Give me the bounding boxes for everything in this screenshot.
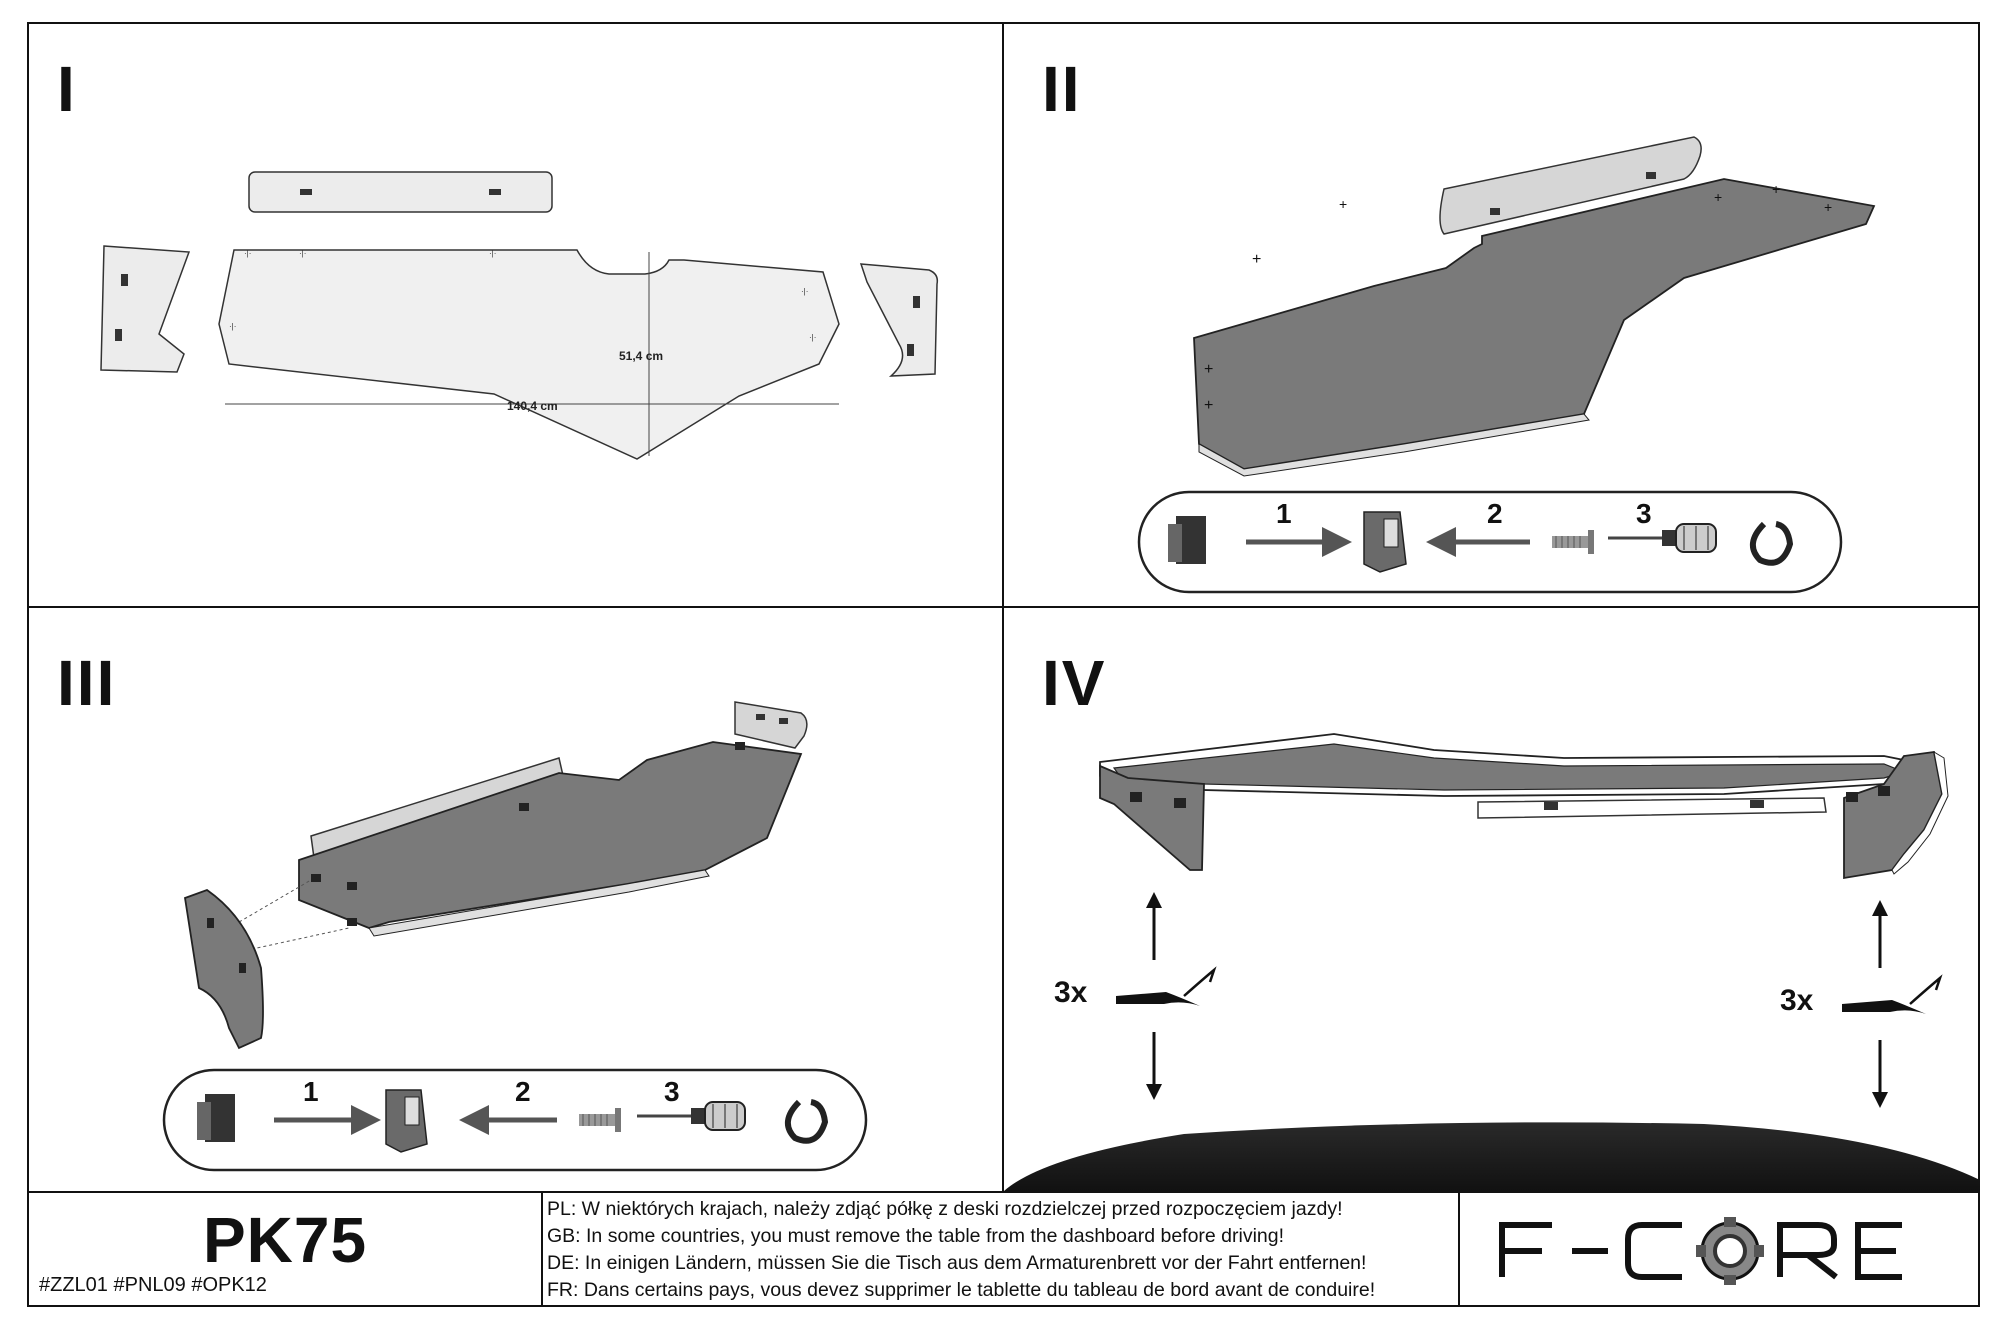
right-multiplier-label: 3x: [1780, 984, 1814, 1017]
step-number-3: 3: [664, 1076, 680, 1107]
svg-text:·|·: ·|·: [809, 333, 816, 342]
left-multiplier-label: 3x: [1054, 976, 1088, 1009]
svg-text:+: +: [1204, 361, 1213, 378]
velcro-strap-icon: [1750, 521, 1794, 566]
step-2-numeral: II: [1042, 53, 1082, 125]
svg-text:·|·: ·|·: [229, 322, 236, 331]
rear-shelf: [1439, 136, 1702, 235]
height-label: 51,4 cm: [619, 349, 663, 363]
left-side-part: [100, 245, 191, 373]
step-3-panel: III 1 2 3: [29, 608, 1002, 1191]
notice-pl: PL: W niektórych krajach, należy zdjąć p…: [547, 1198, 1343, 1220]
screw-icon: [579, 1108, 621, 1132]
notice-de: DE: In einigen Ländern, müssen Sie die T…: [547, 1252, 1367, 1274]
step-number-1: 1: [303, 1076, 319, 1107]
step-number-2: 2: [515, 1076, 531, 1107]
step-3-numeral: III: [57, 647, 117, 719]
arrow-right-icon: [1322, 527, 1352, 557]
step-2-panel: II + + + + + + + 1 2 3: [1004, 24, 1980, 606]
svg-text:·|·: ·|·: [299, 249, 306, 258]
twist-icon: [1116, 992, 1200, 1006]
width-label: 140,4 cm: [507, 399, 558, 413]
svg-text:+: +: [1204, 397, 1213, 414]
step-number-3: 3: [1636, 498, 1652, 529]
brand-cell: [1460, 1193, 1980, 1305]
svg-text:·|·: ·|·: [489, 249, 496, 258]
twist-icon: [1842, 1000, 1926, 1014]
parts-layout-diagram: ·|· ·|· ·|· ·|· ·|· ·|· 51,4 cm 140,4 cm: [100, 171, 939, 460]
screw-icon: [1552, 530, 1594, 554]
step-1-panel: I ·|· ·|· ·|· ·|· ·|· ·|· 51,4 cm 140,4 …: [29, 24, 1002, 606]
horizontal-divider-footer: [27, 1191, 1980, 1193]
model-number: PK75: [202, 1204, 368, 1276]
svg-text:·|·: ·|·: [244, 249, 251, 258]
notice-gb: GB: In some countries, you must remove t…: [547, 1225, 1285, 1247]
right-side-part: [859, 263, 939, 377]
svg-text:+: +: [1714, 189, 1722, 205]
down-arrow-icon: [1872, 1092, 1888, 1108]
model-cell: PK75 #ZZL01 #PNL09 #OPK12: [29, 1193, 541, 1305]
side-panel-mounting-diagram: 1 2 3: [162, 701, 868, 1172]
horizontal-divider-middle: [27, 606, 1980, 608]
down-arrow-icon: [1146, 1084, 1162, 1100]
dashboard-surface: [1004, 1122, 1980, 1191]
step-1-numeral: I: [57, 53, 77, 125]
dashboard-fitting-diagram: 3x 3x: [1004, 733, 1980, 1191]
svg-text:+: +: [1824, 199, 1832, 215]
up-arrow-icon: [1146, 892, 1162, 908]
svg-text:+: +: [1339, 196, 1347, 212]
left-support: [1099, 764, 1205, 871]
screwdriver-icon: [1608, 523, 1717, 553]
rear-shelf-part: [248, 171, 553, 213]
notice-fr: FR: Dans certains pays, vous devez suppr…: [547, 1279, 1376, 1301]
svg-text:·|·: ·|·: [801, 287, 808, 296]
velcro-strap-icon: [785, 1099, 829, 1144]
step-number-2: 2: [1487, 498, 1503, 529]
step-4-numeral: IV: [1042, 647, 1107, 719]
main-table-part: [218, 249, 840, 460]
arrow-right-icon: [351, 1105, 381, 1135]
shelf-mounting-diagram: + + + + + + + 1 2 3: [1137, 136, 1876, 594]
gear-icon: [1696, 1217, 1764, 1285]
svg-text:+: +: [1252, 251, 1261, 268]
safety-notice: PL: W niektórych krajach, należy zdjąć p…: [543, 1196, 1458, 1304]
footer-divider-1: [541, 1193, 543, 1305]
left-side-panel: [183, 888, 264, 1050]
screwdriver-icon: [637, 1101, 746, 1131]
footer-divider-2: [1458, 1193, 1460, 1305]
step-number-1: 1: [1276, 498, 1292, 529]
arrow-left-icon: [459, 1105, 489, 1135]
brand-logo: [1499, 1217, 1902, 1285]
arrow-left-icon: [1426, 527, 1456, 557]
svg-text:+: +: [1772, 181, 1780, 197]
up-arrow-icon: [1872, 900, 1888, 916]
step-4-panel: IV 3x 3x: [1004, 608, 1980, 1191]
part-codes: #ZZL01 #PNL09 #OPK12: [39, 1274, 267, 1296]
